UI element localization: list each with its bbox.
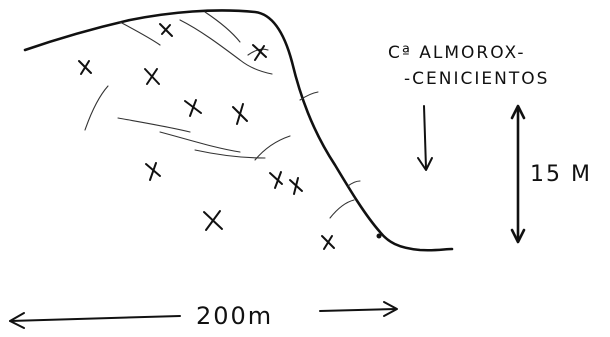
x-marks	[79, 24, 334, 249]
road-arrow	[418, 106, 432, 170]
x-mark	[253, 45, 266, 60]
height-label: 15 M	[530, 162, 592, 187]
x-mark	[290, 178, 302, 194]
x-mark	[322, 236, 334, 249]
x-mark	[270, 172, 282, 188]
profile-end-dot	[377, 234, 382, 239]
x-mark	[145, 69, 159, 84]
width-label: 200m	[196, 302, 273, 330]
x-mark	[160, 24, 172, 36]
road-label: Cª ALMOROX-	[388, 43, 525, 63]
width-arrow-right	[320, 302, 397, 316]
road-label-continued: -CENICIENTOS	[404, 69, 549, 89]
x-mark	[185, 100, 201, 116]
x-mark	[204, 211, 222, 230]
height-arrow	[512, 106, 524, 242]
x-mark	[146, 163, 160, 180]
x-mark	[79, 61, 91, 74]
fracture-lines	[85, 12, 360, 218]
x-mark	[233, 104, 247, 124]
width-arrow-left	[10, 313, 180, 328]
